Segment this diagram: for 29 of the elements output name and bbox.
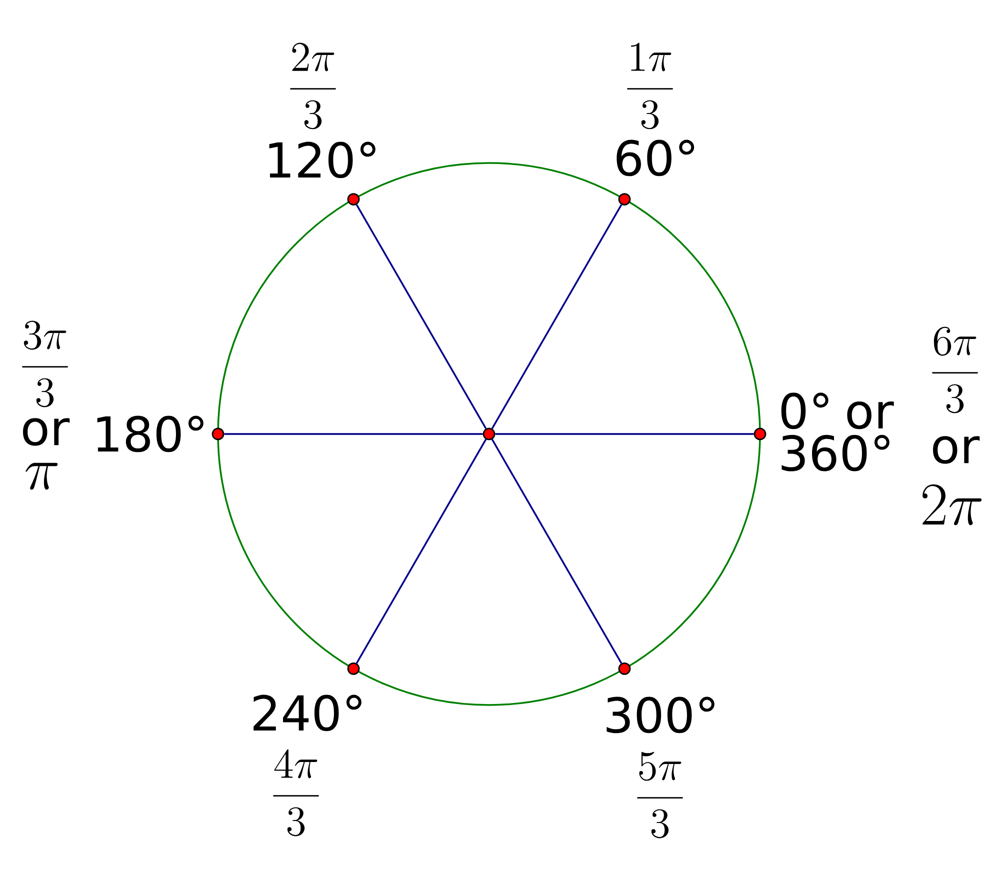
radius-line xyxy=(491,204,622,430)
radian-label: $\frac{3\pi}{3}$ xyxy=(22,320,68,408)
radian-label: $\frac{2\pi}{3}$ xyxy=(290,42,336,130)
radian-label: $\frac{4\pi}{3}$ xyxy=(273,749,319,836)
radian-label: $2\pi$ xyxy=(922,484,982,526)
angle-label: 300° xyxy=(606,696,714,734)
angle-label: 120° xyxy=(269,142,376,178)
radius-line xyxy=(495,433,754,435)
radian-label: $\pi$ xyxy=(26,462,58,490)
point-marker xyxy=(618,662,631,675)
radian-label: $\frac{1\pi}{3}$ xyxy=(627,42,673,130)
point-marker xyxy=(347,193,360,206)
angle-label: 0° or 360° xyxy=(781,392,894,472)
word-label: or xyxy=(23,418,70,446)
radius-line xyxy=(491,438,622,664)
radian-label: $\frac{5\pi}{3}$ xyxy=(637,752,683,838)
radius-line xyxy=(224,433,483,435)
radius-line xyxy=(356,438,487,664)
point-marker xyxy=(347,662,360,675)
center-point xyxy=(482,428,496,440)
point-marker xyxy=(618,193,631,206)
radius-line xyxy=(356,204,487,430)
angle-label: 240° xyxy=(254,694,362,732)
point-marker xyxy=(212,428,224,440)
radian-label: $\frac{6\pi}{3}$ xyxy=(932,326,978,414)
word-label: or xyxy=(933,436,980,464)
angle-label: 60° xyxy=(616,140,694,176)
point-marker xyxy=(754,428,766,440)
angle-label: 180° xyxy=(97,416,204,452)
